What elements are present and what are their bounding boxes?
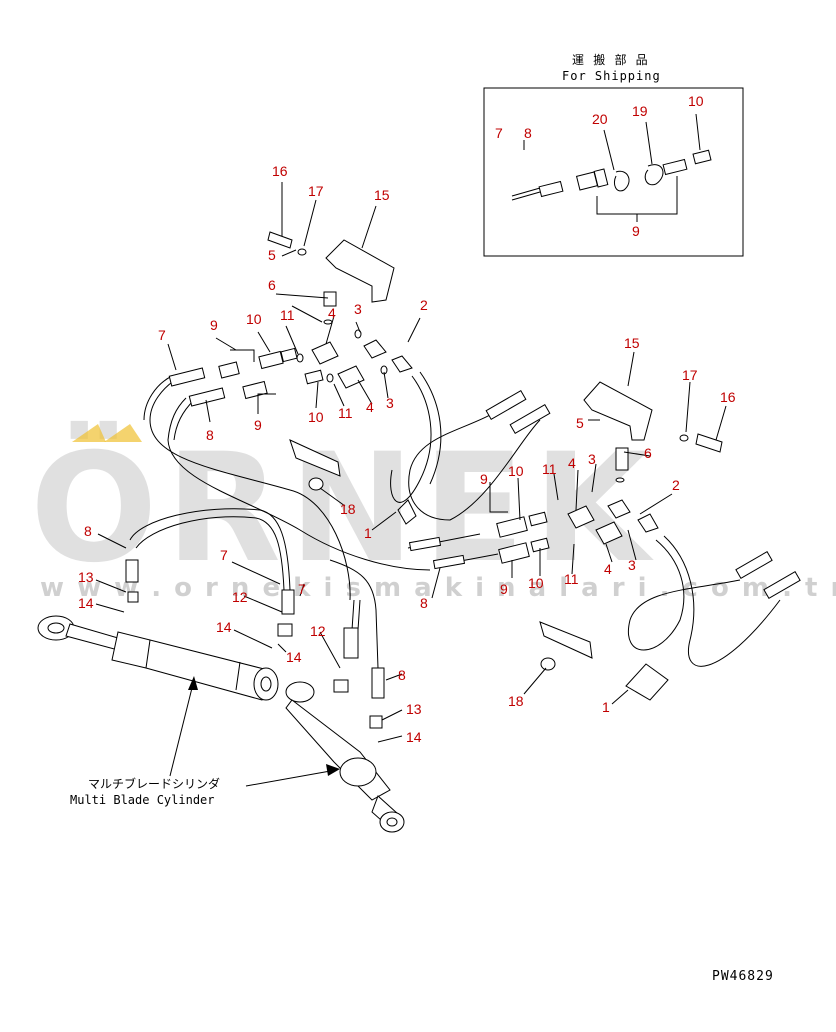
callout-label: 12 — [232, 589, 248, 605]
shipping-header-jp: 運 搬 部 品 — [572, 52, 649, 67]
leader-lines — [95, 182, 727, 743]
right-assembly — [407, 381, 801, 701]
callout-label: 7 — [158, 327, 166, 343]
callout-label: 14 — [406, 729, 422, 745]
callout-label: 15 — [374, 187, 390, 203]
callout-label: 3 — [628, 557, 636, 573]
callout-label: 9 — [500, 581, 508, 597]
watermark-accent-left — [72, 424, 106, 442]
callout-label: 3 — [386, 395, 394, 411]
cylinder-label-en: Multi Blade Cylinder — [70, 793, 215, 807]
cylinder-label-jp: マルチブレードシリンダ — [88, 776, 220, 791]
callout-label: 4 — [604, 561, 612, 577]
callouts-shipping: 7 8 20 19 10 9 — [495, 93, 704, 239]
shipping-header-en: For Shipping — [562, 69, 661, 83]
callout-label: 3 — [588, 451, 596, 467]
callout-label: 8 — [420, 595, 428, 611]
callout-label: 16 — [272, 163, 288, 179]
callout-label: 14 — [78, 595, 94, 611]
callout-label: 11 — [280, 307, 295, 323]
callout-label: 6 — [644, 445, 652, 461]
callout-label: 12 — [310, 623, 326, 639]
watermark-accent-right — [104, 424, 142, 442]
callout-label: 10 — [508, 463, 524, 479]
callout-label: 18 — [340, 501, 356, 517]
callout-label: 1 — [364, 525, 372, 541]
callout-label: 8 — [398, 667, 406, 683]
callout-label: 18 — [508, 693, 524, 709]
callout-label: 8 — [524, 125, 532, 141]
callout-label: 5 — [576, 415, 584, 431]
callout-label: 6 — [268, 277, 276, 293]
callout-label: 20 — [592, 111, 608, 127]
watermark-url: w w w . o r n e k i s m a k i n a l a r … — [40, 573, 836, 603]
callout-label: 1 — [602, 699, 610, 715]
callout-label: 3 — [354, 301, 362, 317]
callout-label: 13 — [406, 701, 422, 717]
callout-label: 5 — [268, 247, 276, 263]
callout-label: 14 — [286, 649, 302, 665]
shipping-box — [483, 87, 744, 257]
callout-label: 9 — [480, 471, 488, 487]
callout-label: 15 — [624, 335, 640, 351]
cylinder-arrowhead-2 — [326, 764, 340, 776]
callouts-top: 16 17 15 5 6 4 3 2 11 10 9 7 8 9 10 11 4… — [158, 163, 428, 541]
callout-label: 10 — [246, 311, 262, 327]
cylinder-arrow-2 — [245, 769, 337, 787]
shipping-parts — [511, 113, 712, 222]
callout-label: 9 — [254, 417, 262, 433]
callouts-left: 8 7 13 14 12 7 14 14 12 8 13 14 — [78, 523, 422, 745]
callout-label: 10 — [308, 409, 324, 425]
callout-label: 11 — [338, 405, 353, 421]
callout-label: 19 — [632, 103, 648, 119]
cylinder-arrowhead-1 — [188, 676, 198, 690]
callout-label: 17 — [682, 367, 698, 383]
callout-label: 16 — [720, 389, 736, 405]
callout-label: 10 — [528, 575, 544, 591]
upper-assembly — [143, 231, 551, 601]
callout-label: 9 — [632, 223, 640, 239]
callout-label: 14 — [216, 619, 232, 635]
callout-label: 9 — [210, 317, 218, 333]
callout-label: 7 — [220, 547, 228, 563]
callout-label: 7 — [495, 125, 503, 141]
callout-label: 4 — [366, 399, 374, 415]
callout-label: 7 — [298, 581, 306, 597]
callout-label: 17 — [308, 183, 324, 199]
cylinder-arrow-1 — [169, 679, 195, 777]
cylinder-assembly — [37, 508, 405, 833]
callout-label: 4 — [568, 455, 576, 471]
callouts-right: 15 17 16 5 6 3 4 11 10 9 2 9 10 11 4 3 8… — [420, 335, 736, 715]
callout-label: 2 — [420, 297, 428, 313]
callout-label: 4 — [328, 305, 336, 321]
callout-label: 11 — [542, 461, 557, 477]
callout-label: 13 — [78, 569, 94, 585]
diagram-code: PW46829 — [712, 969, 774, 984]
callout-label: 11 — [564, 571, 579, 587]
callout-label: 10 — [688, 93, 704, 109]
callout-label: 2 — [672, 477, 680, 493]
callout-label: 8 — [84, 523, 92, 539]
callout-label: 8 — [206, 427, 214, 443]
